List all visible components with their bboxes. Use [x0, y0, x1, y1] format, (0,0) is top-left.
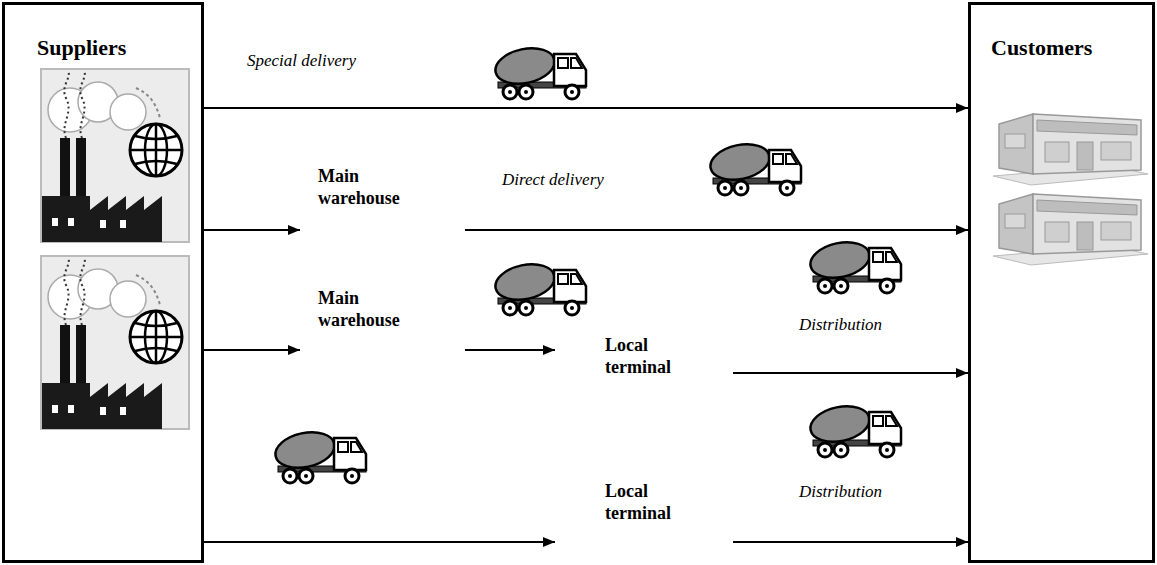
truck-icon — [807, 237, 901, 293]
flow-arrow — [204, 107, 968, 109]
terminal-node: Local terminal — [555, 328, 733, 398]
node-label: Main warehouse — [318, 166, 400, 209]
panel-heading: Suppliers — [37, 35, 197, 61]
truck-icon — [807, 401, 901, 457]
node-label: Main warehouse — [318, 288, 400, 331]
edge-label: Distribution — [797, 481, 884, 502]
flow-arrow — [204, 349, 300, 351]
flow-arrow — [465, 349, 555, 351]
node-label: Local terminal — [605, 335, 671, 378]
supplier-panel: Suppliers — [2, 2, 204, 563]
terminal-node: Local terminal — [555, 474, 733, 550]
flow-arrow — [733, 541, 968, 543]
edge-label: Direct delivery — [500, 169, 606, 190]
warehouse-node: Main warehouse — [300, 160, 465, 238]
shop-icon — [993, 114, 1148, 185]
truck-icon — [492, 43, 586, 99]
flow-arrow — [733, 372, 968, 374]
truck-icon — [272, 427, 366, 483]
edge-label: Special delivery — [245, 50, 358, 71]
flow-arrow — [204, 229, 300, 231]
customer-panel: Customers — [968, 2, 1155, 563]
truck-icon — [707, 139, 801, 195]
node-label: Local terminal — [605, 481, 671, 524]
flow-arrow — [465, 229, 968, 231]
factory-icon — [41, 69, 189, 242]
flow-arrow — [204, 541, 555, 543]
panel-heading: Customers — [991, 35, 1148, 61]
shop-icon — [993, 194, 1148, 265]
factory-icon — [41, 256, 189, 429]
warehouse-node: Main warehouse — [300, 282, 465, 357]
truck-icon — [492, 259, 586, 315]
edge-label: Distribution — [797, 314, 884, 335]
